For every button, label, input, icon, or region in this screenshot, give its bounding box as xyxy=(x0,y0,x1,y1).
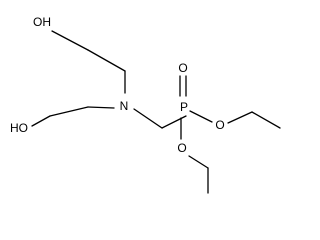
bond-p-o-right xyxy=(189,110,213,123)
atom-label-oxygen-ester-bottom: O xyxy=(177,141,186,155)
bond-n-ch2 xyxy=(133,108,163,129)
molecule-diagram: OH HO N P O O O xyxy=(10,15,281,194)
atom-label-oxygen-ester-right: O xyxy=(215,118,224,132)
bond-ch2-p xyxy=(161,115,187,129)
bond-c5-c6 xyxy=(251,111,281,129)
atom-label-oxygen-double: O xyxy=(178,61,187,75)
atom-label-oh-top: OH xyxy=(33,15,51,29)
bond-c4-n xyxy=(87,106,115,109)
structure-canvas: OH HO N P O O O xyxy=(10,15,281,194)
atom-label-nitrogen: N xyxy=(120,99,129,113)
atom-label-phosphorus: P xyxy=(180,100,188,114)
bond-c3-c4 xyxy=(49,106,89,117)
bond-oh-top-c1 xyxy=(51,30,89,51)
bond-o-bottom-c7 xyxy=(188,155,209,169)
bond-oh-left-c3 xyxy=(31,115,51,127)
bond-c1-c2 xyxy=(87,49,126,72)
atom-label-oh-left: HO xyxy=(10,121,28,135)
bond-o-right-c5 xyxy=(227,111,253,124)
